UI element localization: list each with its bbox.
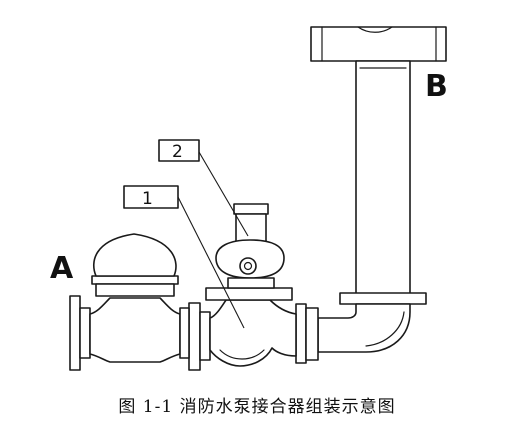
standpipe-elbow	[317, 303, 411, 353]
tag-2-label: 2	[172, 142, 183, 162]
component-1-valve-body	[188, 287, 297, 371]
pipe-coupling-flange	[295, 303, 319, 364]
component-2-actuator	[215, 203, 285, 289]
component-b-standpipe	[310, 26, 447, 353]
standpipe-flange	[339, 292, 427, 305]
tag-2-callout: 2	[158, 139, 249, 237]
tag-1-label: 1	[142, 189, 153, 209]
standpipe-shaft	[355, 60, 411, 296]
standpipe-t-head	[310, 26, 447, 62]
label-a: A	[50, 251, 74, 286]
tag-1-callout: 1	[123, 185, 245, 329]
figure-caption: 图 1-1 消防水泵接合器组装示意图	[118, 397, 396, 417]
label-b: B	[425, 69, 448, 104]
component-a-valve	[69, 233, 190, 371]
valve-dome	[92, 233, 177, 277]
